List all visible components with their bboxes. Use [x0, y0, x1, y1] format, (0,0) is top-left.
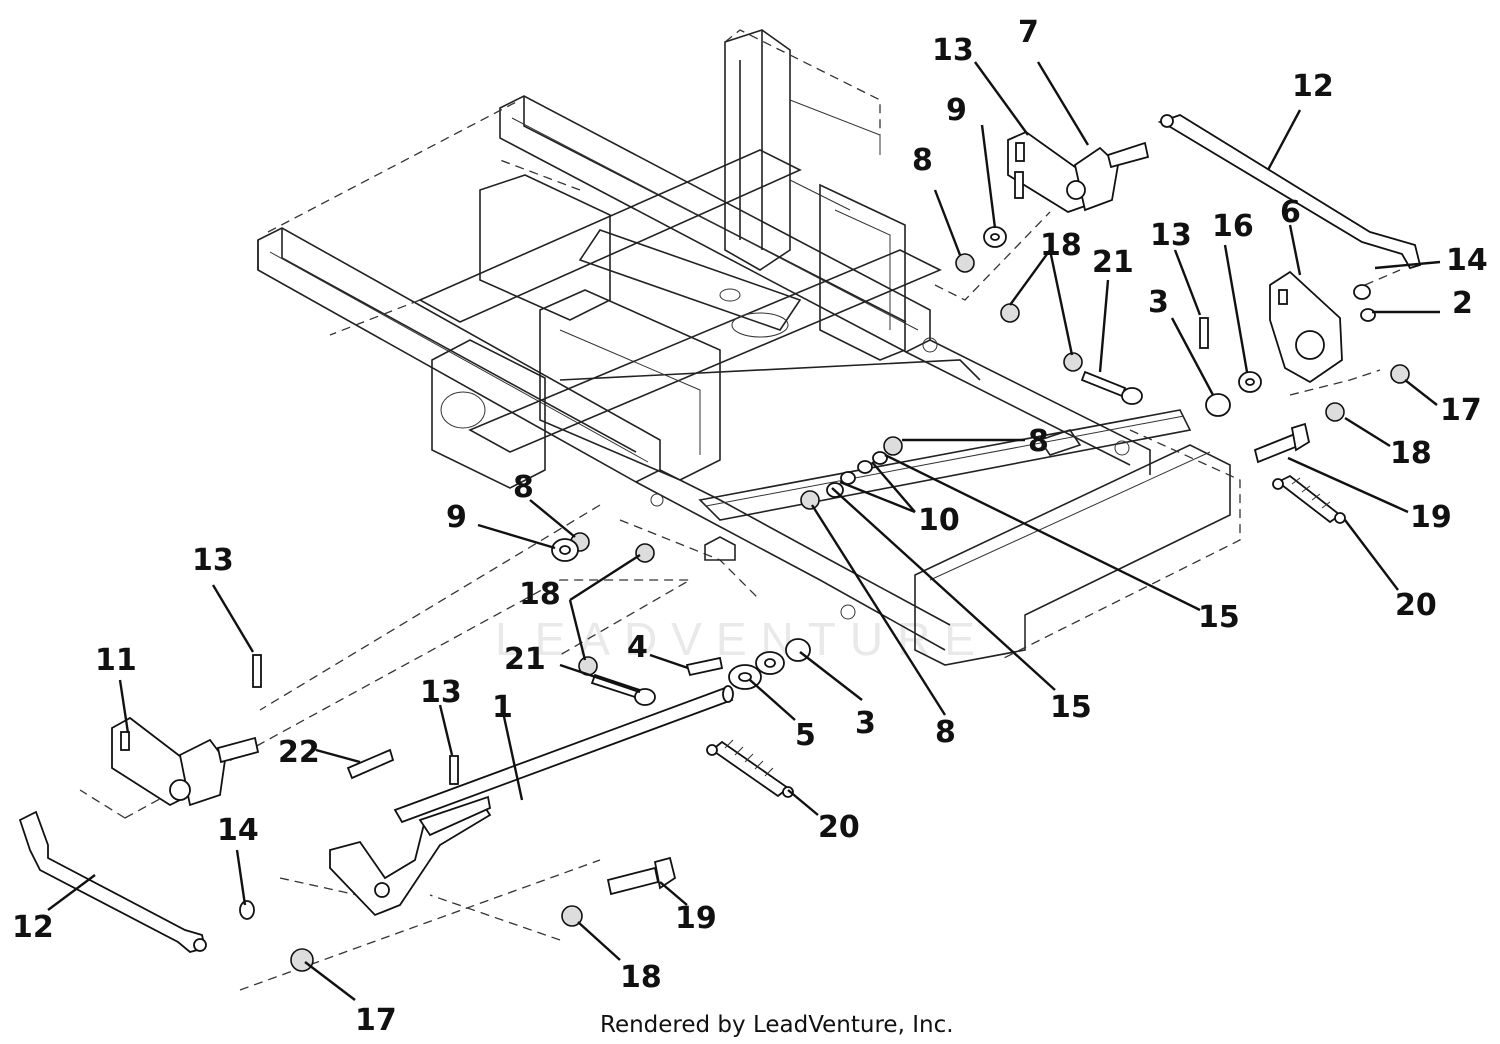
callout-3: 3 — [1148, 285, 1169, 320]
callout-18: 18 — [1040, 228, 1082, 263]
callout-22: 22 — [278, 735, 320, 770]
callout-14: 14 — [217, 813, 259, 848]
part-19-bolts — [606, 422, 1311, 896]
callout-13: 13 — [1150, 218, 1192, 253]
callout-6: 6 — [1280, 195, 1301, 230]
callout-20: 20 — [1395, 588, 1437, 623]
part-11-lift-arm-left — [111, 716, 260, 807]
callout-8: 8 — [513, 470, 534, 505]
callout-13: 13 — [932, 33, 974, 68]
callout-15: 15 — [1198, 600, 1240, 635]
callout-13: 13 — [192, 543, 234, 578]
part-7-lift-arm-right — [1007, 130, 1150, 213]
washers-bushings — [239, 226, 1376, 920]
callout-4: 4 — [627, 630, 648, 665]
callout-1: 1 — [492, 690, 513, 725]
callout-8: 8 — [912, 143, 933, 178]
callout-7: 7 — [1018, 15, 1039, 50]
callout-15: 15 — [1050, 690, 1092, 725]
callout-12: 12 — [1292, 69, 1334, 104]
nuts — [290, 253, 1410, 972]
callout-9: 9 — [946, 93, 967, 128]
callout-11: 11 — [95, 643, 137, 678]
callout-8: 8 — [1028, 424, 1049, 459]
callout-17: 17 — [355, 1003, 397, 1038]
callout-21: 21 — [504, 642, 546, 677]
part-1-lift-shaft — [329, 685, 734, 917]
callout-18: 18 — [1390, 436, 1432, 471]
callout-13: 13 — [420, 675, 462, 710]
callout-17: 17 — [1440, 393, 1482, 428]
part-12-lift-link — [18, 114, 1422, 953]
callout-19: 19 — [1410, 500, 1452, 535]
callout-16: 16 — [1212, 209, 1254, 244]
part-6-pivot-bracket — [1269, 270, 1343, 384]
callout-14: 14 — [1446, 243, 1488, 278]
callout-21: 21 — [1092, 245, 1134, 280]
alignment-lines — [79, 211, 1401, 991]
callout-10: 10 — [918, 503, 960, 538]
mower-frame — [257, 29, 1241, 666]
callout-18: 18 — [519, 577, 561, 612]
callout-5: 5 — [795, 718, 816, 753]
callout-9: 9 — [446, 500, 467, 535]
callout-20: 20 — [818, 810, 860, 845]
callout-8: 8 — [935, 715, 956, 750]
callout-3: 3 — [855, 706, 876, 741]
callout-labels: 13 7 12 9 8 18 21 13 16 6 14 2 3 17 18 8… — [12, 15, 1488, 1038]
credit-text: Rendered by LeadVenture, Inc. — [600, 1012, 954, 1038]
callout-2: 2 — [1452, 286, 1473, 321]
callout-18: 18 — [620, 960, 662, 995]
roll-pins — [252, 171, 1209, 785]
part-20-springs — [706, 474, 1346, 798]
callout-12: 12 — [12, 910, 54, 945]
callout-19: 19 — [675, 901, 717, 936]
leader-lines — [47, 61, 1441, 1001]
